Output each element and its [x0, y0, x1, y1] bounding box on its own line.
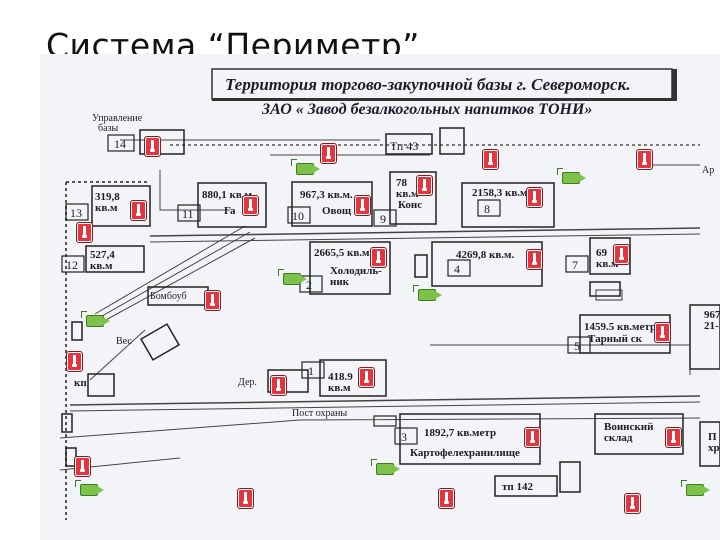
video-camera-icon[interactable] [75, 480, 104, 496]
label-kons: Конс [398, 199, 423, 211]
alarm-sensor-icon[interactable] [354, 195, 371, 216]
label-voinsky-sklad: Воинский склад [604, 421, 654, 444]
alarm-sensor-icon[interactable] [438, 488, 455, 509]
label-tp43: Тп 43 [390, 139, 419, 153]
alarm-sensor-icon[interactable] [482, 149, 499, 170]
video-camera-icon[interactable] [413, 285, 442, 301]
building-number: 8 [484, 202, 490, 216]
label-ovosch: Овощ [322, 205, 352, 217]
building-area: 1459.5 кв.метр [584, 321, 657, 333]
building-area: 2158,3 кв.м [472, 187, 528, 199]
label-upravlenie: Управление [92, 113, 143, 124]
alarm-sensor-icon[interactable] [270, 375, 287, 396]
building-area: 880,1 кв.м [202, 189, 253, 201]
building-number: 2 [306, 278, 312, 292]
building-number: 9 [380, 212, 386, 226]
building-number: 12 [66, 258, 78, 272]
alarm-sensor-icon[interactable] [66, 351, 83, 372]
label-ga: Га [224, 205, 236, 217]
video-camera-icon[interactable] [278, 269, 307, 285]
label-der: Дер. [238, 377, 257, 388]
building-area: 418.9 кв.м [328, 371, 353, 394]
alarm-sensor-icon[interactable] [636, 149, 653, 170]
building-number: 5 [574, 339, 580, 353]
building-number: 10 [292, 209, 304, 223]
building-area: 78 кв.м [396, 177, 419, 200]
video-camera-icon[interactable] [81, 311, 110, 327]
alarm-sensor-icon[interactable] [370, 247, 387, 268]
alarm-sensor-icon[interactable] [654, 322, 671, 343]
alarm-sensor-icon[interactable] [74, 456, 91, 477]
plan-photo-background [40, 54, 720, 540]
video-camera-icon[interactable] [557, 168, 586, 184]
label-ar: Ар [702, 165, 715, 176]
building-number: 11 [182, 207, 194, 221]
alarm-sensor-icon[interactable] [358, 367, 375, 388]
label-ves: Вес [116, 336, 132, 347]
building-number: 4 [454, 262, 460, 276]
alarm-sensor-icon[interactable] [237, 488, 254, 509]
alarm-sensor-icon[interactable] [526, 249, 543, 270]
alarm-sensor-icon[interactable] [624, 493, 641, 514]
building-number: 3 [401, 430, 407, 444]
label-post-ohrany: Пост охраны [292, 408, 348, 419]
video-camera-icon[interactable] [371, 459, 400, 475]
label-kp: кп [74, 377, 87, 389]
building-area: 4269,8 кв.м. [456, 249, 515, 261]
label-tarny-sklad: Тарный ск [588, 333, 642, 345]
building-area: 319,8 кв.м [95, 191, 120, 214]
label-p-x: П хр [708, 431, 720, 454]
building-number: 14 [114, 137, 126, 151]
alarm-sensor-icon[interactable] [665, 427, 682, 448]
alarm-sensor-icon[interactable] [144, 136, 161, 157]
alarm-sensor-icon[interactable] [204, 290, 221, 311]
building-area: 69 кв.м [596, 247, 619, 270]
alarm-sensor-icon[interactable] [526, 187, 543, 208]
alarm-sensor-icon[interactable] [613, 244, 630, 265]
alarm-sensor-icon[interactable] [320, 143, 337, 164]
alarm-sensor-icon[interactable] [242, 195, 259, 216]
label-bazy: базы [98, 123, 119, 134]
plan-header-company: ЗАО « Завод безалкогольных напитков ТОНИ… [262, 101, 593, 118]
building-area: 1892,7 кв.метр [424, 427, 497, 439]
building-number: 7 [572, 258, 578, 272]
label-holodilnik: Холодиль-ник [330, 265, 382, 288]
building-area: 2665,5 кв.м [314, 247, 370, 259]
plan-header-territory: Территория торгово-закупочной базы г. Се… [225, 75, 631, 94]
building-number: 1 [308, 364, 314, 378]
label-bombouub: Бомбоуб [150, 291, 187, 302]
alarm-sensor-icon[interactable] [130, 200, 147, 221]
alarm-sensor-icon[interactable] [524, 427, 541, 448]
video-camera-icon[interactable] [681, 480, 710, 496]
building-area: 527,4 кв.м [90, 249, 115, 272]
video-camera-icon[interactable] [291, 159, 320, 175]
building-area: 967,3 кв.м. [300, 189, 353, 201]
label-tp142: тп 142 [502, 481, 533, 493]
building-area: 967 21- [704, 309, 720, 332]
alarm-sensor-icon[interactable] [416, 175, 433, 196]
building-number: 13 [70, 206, 82, 220]
label-kartofelehranilische: Картофелехранилище [410, 447, 520, 459]
alarm-sensor-icon[interactable] [76, 222, 93, 243]
